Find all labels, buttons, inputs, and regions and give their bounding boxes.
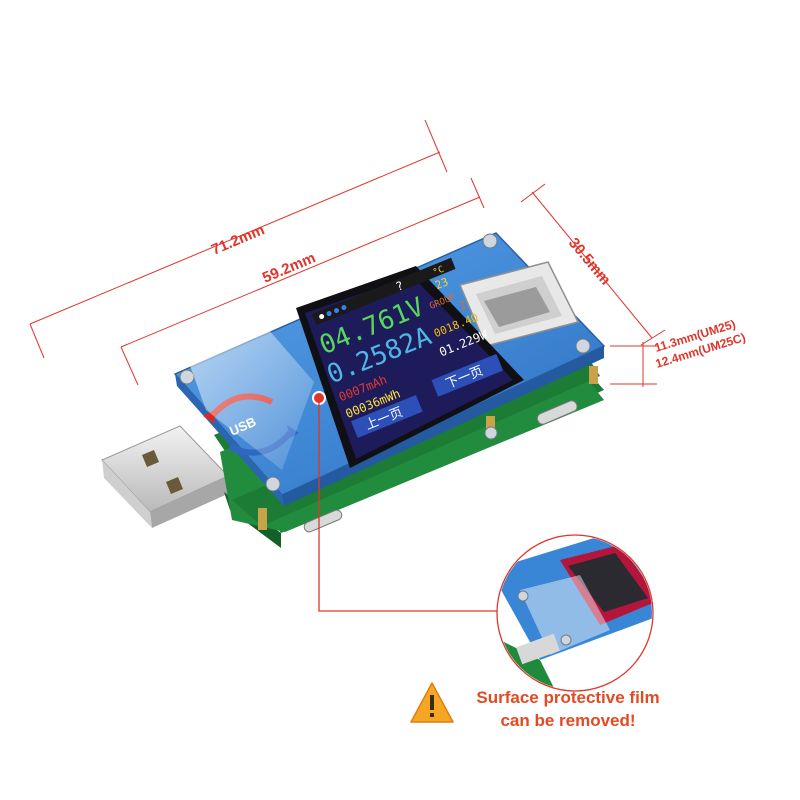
pointer-line	[312, 391, 498, 612]
dim-total-length: 71.2mm	[209, 221, 267, 258]
protective-film	[188, 322, 314, 470]
temperature-unit: °C	[432, 265, 446, 278]
screw-icon	[265, 476, 281, 492]
next-page-button[interactable]	[431, 353, 504, 397]
dimension-lines	[29, 119, 666, 387]
usb-a-plug	[101, 425, 232, 528]
screw-icon	[575, 338, 591, 354]
usb-c-port-top	[536, 400, 578, 425]
lcd-screen: ? °C 23 04.761V GROUP 2 0.2582A 0018.4Ω …	[296, 257, 524, 468]
usb-c-port-bottom	[303, 509, 343, 533]
screw-icon	[482, 233, 498, 249]
dim-width: 30.5mm	[565, 235, 614, 289]
group-value: 2	[458, 298, 469, 313]
warning-icon	[410, 682, 454, 723]
film-notice: Surface protective film can be removed!	[458, 686, 678, 732]
status-glyph: ?	[394, 278, 406, 294]
film-notice-line2: can be removed!	[500, 711, 636, 730]
screw-icon	[560, 634, 572, 646]
screw-icon	[484, 426, 498, 440]
screw-icon	[179, 369, 195, 385]
screw-icon	[517, 590, 529, 602]
temperature-value: 23	[433, 275, 450, 292]
dim-board-length: 59.2mm	[260, 249, 318, 286]
prev-page-button[interactable]	[350, 394, 423, 438]
zoom-inset	[496, 534, 654, 692]
film-notice-line1: Surface protective film	[476, 688, 660, 707]
